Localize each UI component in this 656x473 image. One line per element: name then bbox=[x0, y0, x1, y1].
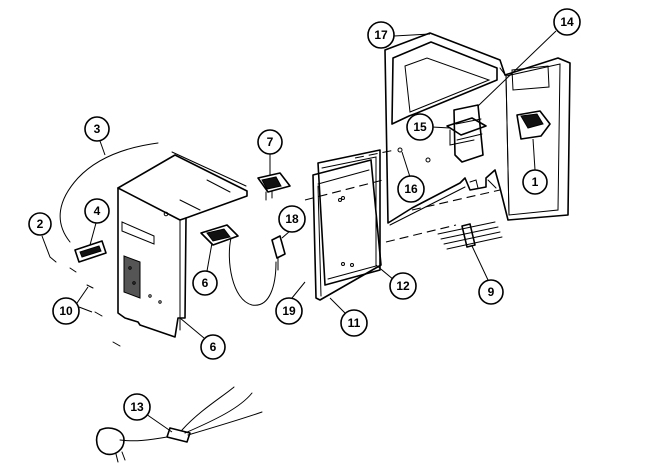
callout-10-label: 10 bbox=[59, 304, 73, 318]
panel-12 bbox=[317, 149, 381, 286]
callout-1-label: 1 bbox=[532, 175, 539, 189]
callout-6a-label: 6 bbox=[202, 276, 209, 290]
callout-15-label: 15 bbox=[413, 120, 427, 134]
callout-15: 15 bbox=[406, 113, 451, 141]
wire-3 bbox=[59, 142, 159, 243]
callout-7: 7 bbox=[257, 129, 283, 175]
switch-8 bbox=[200, 224, 277, 306]
callout-17: 17 bbox=[367, 21, 431, 49]
callout-14: 14 bbox=[477, 8, 581, 107]
bracket bbox=[446, 117, 487, 146]
callout-19: 19 bbox=[275, 281, 306, 325]
callout-6-box: 6 bbox=[179, 317, 226, 360]
callout-2: 2 bbox=[28, 212, 52, 258]
sensor-18 bbox=[271, 235, 286, 271]
callout-11: 11 bbox=[329, 297, 368, 337]
callout-9-label: 9 bbox=[488, 285, 495, 299]
panel-11 bbox=[312, 159, 382, 301]
callout-3-label: 3 bbox=[94, 122, 101, 136]
relay bbox=[257, 172, 291, 201]
electrical-box bbox=[117, 151, 248, 338]
callout-18: 18 bbox=[278, 205, 306, 239]
callout-13: 13 bbox=[123, 393, 173, 433]
power-cord bbox=[95, 386, 263, 463]
callout-13-label: 13 bbox=[130, 400, 144, 414]
wire-harness bbox=[437, 221, 503, 250]
door-switch bbox=[516, 110, 551, 140]
cabinet-housing bbox=[384, 32, 571, 226]
callout-7-label: 7 bbox=[267, 135, 274, 149]
callout-4: 4 bbox=[84, 198, 110, 246]
callout-17-label: 17 bbox=[374, 28, 388, 42]
alignment-lines bbox=[304, 149, 501, 243]
terminal-block bbox=[74, 240, 107, 263]
callout-14-label: 14 bbox=[560, 15, 574, 29]
screws bbox=[49, 256, 121, 347]
housing-component bbox=[453, 104, 484, 163]
housing-screws bbox=[397, 147, 497, 189]
callout-19-label: 19 bbox=[282, 304, 296, 318]
callout-3: 3 bbox=[84, 116, 110, 156]
callout-4-label: 4 bbox=[94, 204, 101, 218]
callout-2-label: 2 bbox=[37, 217, 44, 231]
callout-16: 16 bbox=[397, 151, 425, 203]
callout-6-switch: 6 bbox=[192, 242, 218, 296]
callout-11-label: 11 bbox=[348, 316, 361, 330]
callout-12-label: 12 bbox=[396, 279, 410, 293]
callout-16-label: 16 bbox=[404, 182, 418, 196]
callout-9: 9 bbox=[471, 245, 504, 305]
callout-1: 1 bbox=[522, 138, 548, 195]
callout-10: 10 bbox=[52, 286, 93, 325]
callout-12: 12 bbox=[375, 264, 417, 300]
callout-6b-label: 6 bbox=[210, 340, 217, 354]
callout-18-label: 18 bbox=[285, 212, 299, 226]
